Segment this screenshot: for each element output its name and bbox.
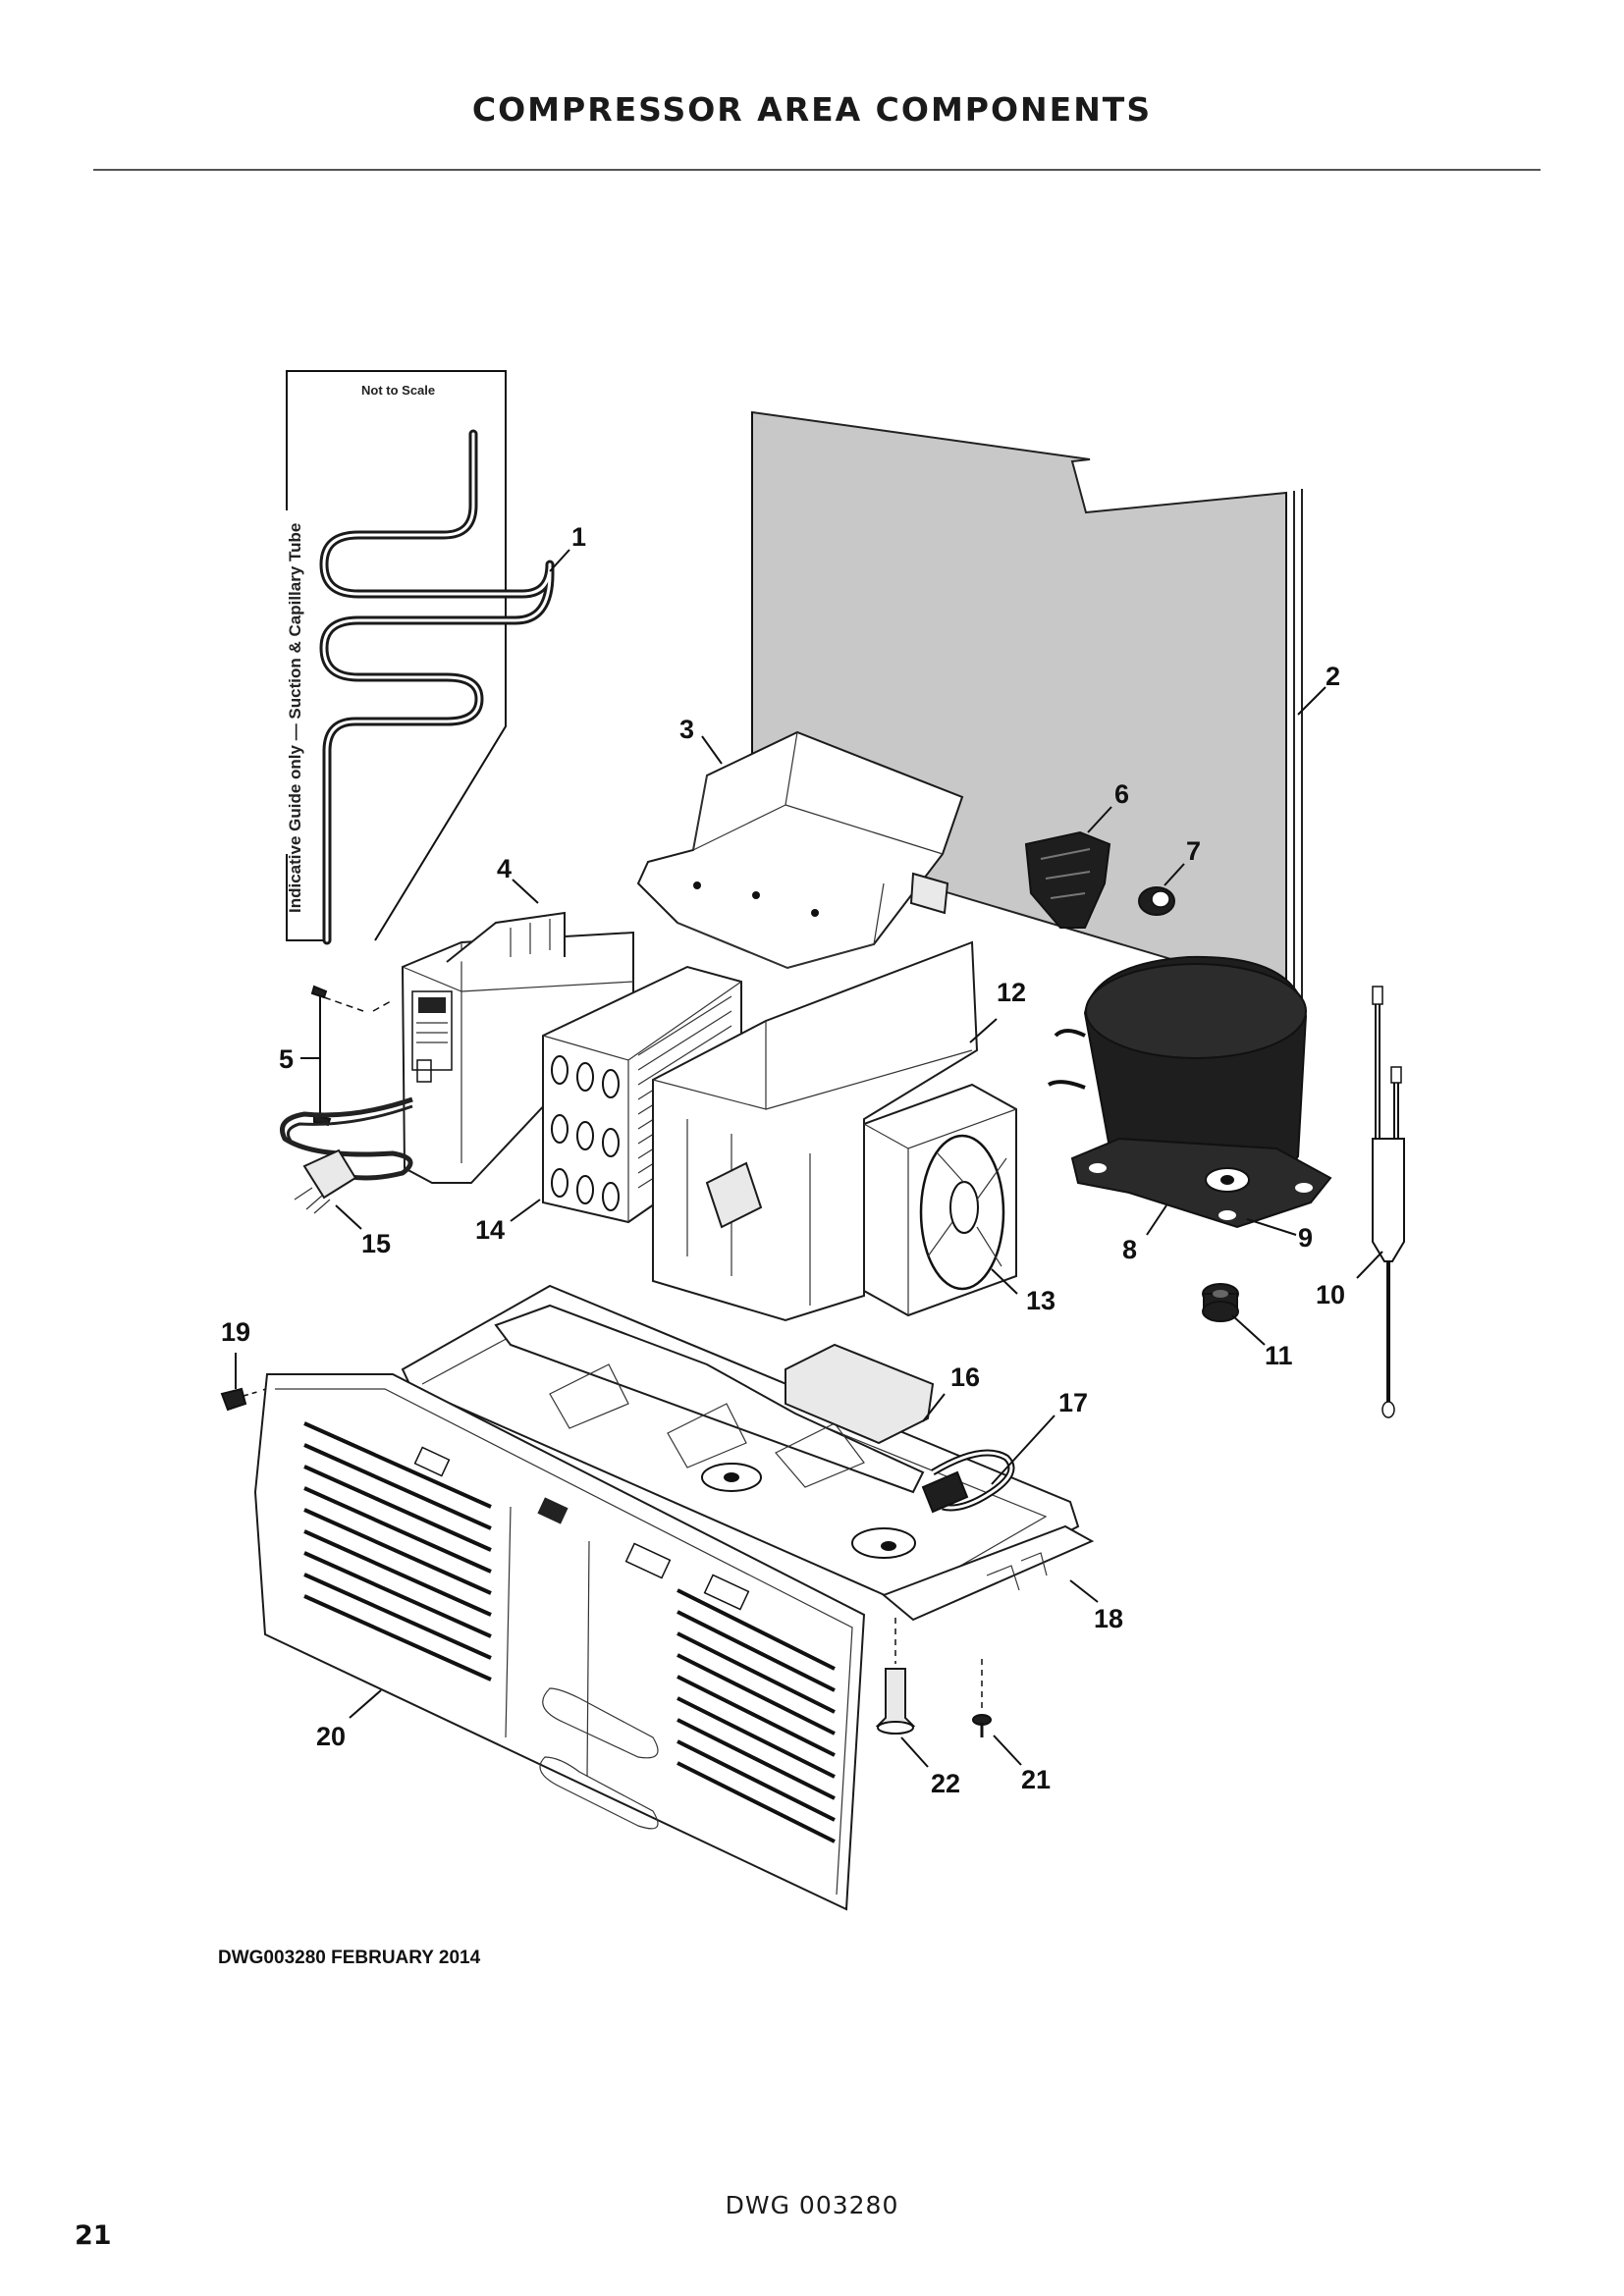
- part-17-drain-hose: [921, 1449, 1015, 1514]
- leader-1: [549, 549, 570, 572]
- leader-22: [900, 1736, 929, 1768]
- power-cord: [280, 1096, 413, 1181]
- inset-suction-capillary-tube: Indicative Guide only — Suction & Capill…: [275, 370, 555, 945]
- leader-16: [922, 1393, 946, 1422]
- page-title: COMPRESSOR AREA COMPONENTS: [471, 90, 1153, 129]
- part-16-base-tray: [401, 1284, 1080, 1612]
- leader-21: [993, 1735, 1022, 1766]
- callout-1: 1: [571, 522, 586, 552]
- part-12-fan-bracket: [652, 940, 979, 1322]
- leader-14: [510, 1199, 541, 1222]
- callout-9: 9: [1298, 1223, 1313, 1253]
- leader-13: [991, 1268, 1018, 1295]
- part-8-compressor: [1047, 955, 1332, 1229]
- leader-3: [701, 735, 723, 765]
- page-number: 21: [75, 2220, 112, 2251]
- leader-9: [1246, 1218, 1297, 1236]
- inset-side-label: Indicative Guide only — Suction & Capill…: [286, 523, 304, 913]
- callout-17: 17: [1058, 1388, 1088, 1417]
- callout-5: 5: [279, 1044, 294, 1074]
- part-10-filter-drier: [1372, 986, 1405, 1418]
- grille-louvers-left: [303, 1421, 492, 1682]
- callout-10: 10: [1316, 1280, 1345, 1309]
- leader-8: [1146, 1204, 1167, 1236]
- leader-7: [1164, 863, 1185, 886]
- leader-2: [1297, 686, 1326, 716]
- callout-22: 22: [931, 1769, 960, 1798]
- callout-11: 11: [1265, 1341, 1293, 1370]
- suction-capillary-tube: [319, 429, 555, 945]
- part-6-relay-cover: [1024, 830, 1111, 929]
- leader-lines: [235, 549, 1383, 1768]
- part-22-leg: [875, 1618, 916, 1735]
- part-11-grommet: [1202, 1283, 1239, 1322]
- callout-2: 2: [1326, 662, 1340, 691]
- callout-7: 7: [1186, 836, 1201, 866]
- part-20-front-grille: [253, 1373, 866, 1911]
- leader-12: [969, 1018, 998, 1043]
- callout-19: 19: [221, 1317, 250, 1347]
- leader-18: [1069, 1579, 1099, 1603]
- leader-6: [1087, 806, 1112, 833]
- callout-6: 6: [1114, 779, 1129, 809]
- callout-18: 18: [1094, 1604, 1123, 1633]
- part-7-overload: [1138, 886, 1175, 916]
- leader-10: [1356, 1251, 1383, 1279]
- callout-numbers: 1 2 3 4 5 6 7 8 9 10 11 12 13 14 15 16 1…: [221, 522, 1345, 1798]
- callout-12: 12: [997, 978, 1026, 1007]
- callout-8: 8: [1122, 1235, 1137, 1264]
- part-9-grommet-clip: [1205, 1167, 1250, 1193]
- callout-21: 21: [1021, 1765, 1051, 1794]
- callout-20: 20: [316, 1722, 346, 1751]
- callout-16: 16: [950, 1362, 980, 1392]
- callout-4: 4: [497, 854, 512, 883]
- part-13-condenser-fan: [863, 1083, 1017, 1317]
- callout-15: 15: [361, 1229, 391, 1258]
- inset-scale-note: Not to Scale: [361, 383, 435, 398]
- leader-11: [1231, 1314, 1266, 1346]
- drawing-reference: DWG003280 FEBRUARY 2014: [218, 1948, 481, 1968]
- leader-20: [349, 1689, 382, 1719]
- leader-17: [991, 1415, 1056, 1485]
- condenser-tube-bends: [551, 1055, 620, 1211]
- callout-14: 14: [475, 1215, 505, 1245]
- part-5-screw-and-part-15-power-cord: [280, 985, 413, 1214]
- callout-13: 13: [1026, 1286, 1056, 1315]
- leader-15: [335, 1204, 362, 1230]
- grille-louvers-right: [677, 1588, 836, 1843]
- callout-3: 3: [679, 715, 694, 744]
- inset-frame: [286, 370, 507, 941]
- part-18-tray-rail: [882, 1524, 1095, 1622]
- title-divider: [93, 169, 1541, 171]
- part-4-electrical-box: [401, 911, 634, 1184]
- part-3-top-cover: [636, 730, 964, 970]
- leader-4: [512, 879, 539, 904]
- part-21-screw: [972, 1659, 992, 1737]
- footer-drawing-number: DWG 003280: [725, 2191, 899, 2219]
